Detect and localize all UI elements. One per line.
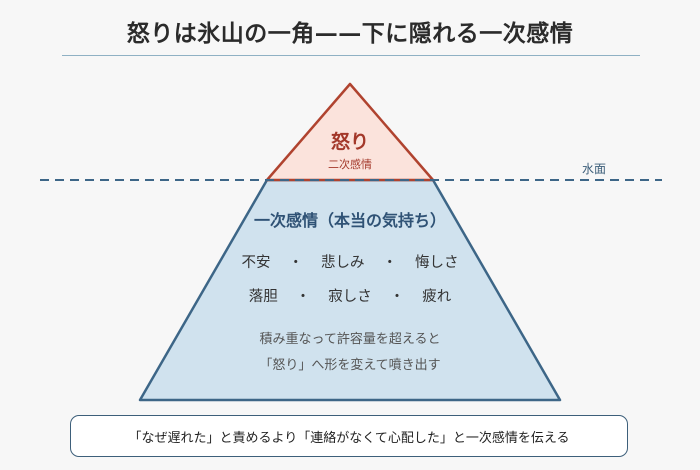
advice-text: 「なぜ遅れた」と責めるより「連絡がなくて心配した」と一次感情を伝える [128, 430, 570, 446]
primary-emotion-title: 一次感情（本当の気持ち） [253, 211, 446, 230]
emotion-frustration: 悔しさ [415, 255, 459, 271]
emotion-row-2: 落胆 ・ 寂しさ ・ 疲れ [190, 285, 510, 306]
advice-box: 「なぜ遅れた」と責めるより「連絡がなくて心配した」と一次感情を伝える [70, 415, 628, 457]
emotion-disappointment: 落胆 [248, 289, 278, 305]
iceberg-tip [265, 82, 435, 182]
separator: ・ [295, 289, 311, 305]
emotion-row-1: 不安 ・ 悲しみ ・ 悔しさ [190, 251, 510, 272]
separator: ・ [389, 289, 405, 305]
separator: ・ [382, 255, 398, 271]
secondary-emotion-label: 二次感情 [328, 158, 372, 171]
emotion-sadness: 悲しみ [321, 255, 365, 271]
emotion-loneliness: 寂しさ [328, 289, 372, 305]
emotion-fatigue: 疲れ [422, 289, 452, 305]
separator: ・ [288, 255, 304, 271]
page-title: 怒りは氷山の一角——下に隠れる一次感情 [126, 20, 574, 47]
description-line-1: 積み重なって許容量を超えると [259, 332, 441, 347]
emotion-anxiety: 不安 [241, 255, 271, 271]
description-line-2: 「怒り」へ形を変えて噴き出す [259, 358, 441, 373]
anger-label: 怒り [330, 131, 369, 153]
title-divider [62, 55, 640, 56]
waterline-label: 水面 [581, 162, 606, 176]
